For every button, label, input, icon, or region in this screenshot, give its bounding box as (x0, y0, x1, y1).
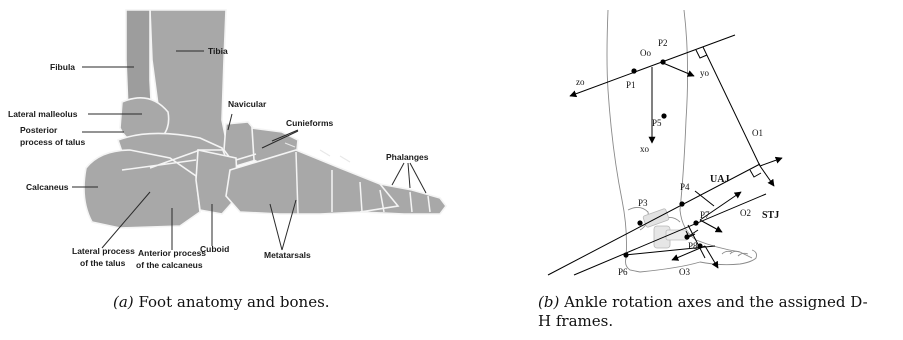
label-P2: P2 (658, 38, 668, 48)
label-tibia: Tibia (208, 46, 228, 56)
label-Oo: Oo (640, 48, 651, 58)
foot-bones-illustration (84, 10, 446, 228)
ankle-device (643, 208, 688, 248)
caption-b-line2: H frames. (538, 312, 898, 331)
label-P6: P6 (618, 267, 628, 277)
label-fibula: Fibula (50, 62, 75, 72)
label-cunieforms: Cunieforms (286, 118, 334, 128)
caption-panel-a: (a) Foot anatomy and bones. (113, 293, 330, 312)
label-O1: O1 (752, 128, 763, 138)
label-STJ: STJ (762, 210, 779, 221)
label-UAJ: UAJ (710, 174, 729, 185)
caption-panel-b: (b) Ankle rotation axes and the assigned… (538, 293, 898, 331)
label-lateral-malleolus: Lateral malleolus (8, 109, 78, 119)
caption-b-tag: (b) (538, 293, 559, 311)
label-P1: P1 (626, 80, 636, 90)
label-O3: O3 (679, 267, 690, 277)
label-posterior-process-1: Posterior (20, 125, 58, 135)
label-lateral-process-2: of the talus (80, 258, 126, 268)
label-phalanges: Phalanges (386, 152, 429, 162)
label-P7: P7 (700, 210, 710, 220)
label-P8: P8 (688, 241, 698, 251)
label-cuboid: Cuboid (200, 244, 229, 254)
label-P5: P5 (652, 118, 662, 128)
label-P4: P4 (680, 182, 690, 192)
caption-b-line1: Ankle rotation axes and the assigned D- (564, 293, 868, 311)
label-posterior-process-2: process of talus (20, 137, 85, 147)
label-xo: xo (640, 144, 650, 154)
label-navicular: Navicular (228, 99, 267, 109)
label-lateral-process-1: Lateral process (72, 246, 135, 256)
label-yo: yo (700, 68, 710, 78)
label-P3: P3 (638, 198, 648, 208)
caption-a-tag: (a) (113, 293, 134, 311)
label-zo: zo (576, 77, 585, 87)
axis-labels: Oo P2 zo yo P1 xo P5 O1 UAJ P4 P3 P7 O2 … (576, 38, 779, 277)
label-calcaneus: Calcaneus (26, 182, 69, 192)
label-anterior-process-1: Anterior process (138, 248, 206, 258)
caption-a-text: Foot anatomy and bones. (138, 293, 329, 311)
label-O2: O2 (740, 208, 751, 218)
label-metatarsals: Metatarsals (264, 250, 311, 260)
label-anterior-process-2: of the calcaneus (136, 260, 203, 270)
